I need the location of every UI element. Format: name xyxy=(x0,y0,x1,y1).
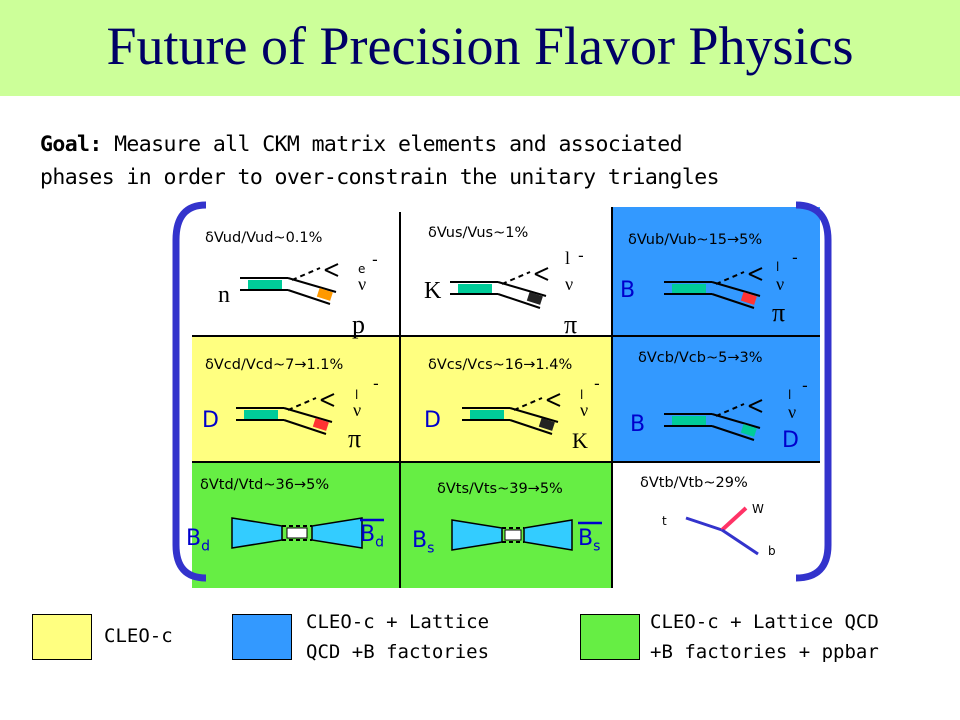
lepton-vub: l xyxy=(776,260,780,274)
symbol-B-vcb: B xyxy=(630,412,646,437)
bd-left-letter: B xyxy=(186,526,202,551)
nu-vcs: ν xyxy=(580,400,589,420)
bs-left-letter: B xyxy=(412,528,428,553)
symbol-Bs-right: Bs xyxy=(578,526,600,554)
goal-text: Goal: Measure all CKM matrix elements an… xyxy=(40,128,920,194)
legend-label-ppbar-2: +B factories + ppbar xyxy=(650,641,879,663)
legend-label-cleo-c: CLEO-c xyxy=(104,625,173,647)
legend-label-ppbar-1: CLEO-c + Lattice QCD xyxy=(650,611,879,633)
decay-vcb xyxy=(664,399,763,441)
nu-vus: ν xyxy=(565,274,574,294)
goal-label: Goal: xyxy=(40,132,102,157)
nu-vcb: ν xyxy=(788,402,797,422)
minus-vcs: - xyxy=(594,374,600,393)
legend-swatch-lattice xyxy=(232,614,292,660)
symbol-n: n xyxy=(218,282,230,308)
decay-vus xyxy=(450,267,549,309)
label-vcs: δVcs/Vcs~16→1.4% xyxy=(428,357,573,373)
decay-vub xyxy=(664,267,763,309)
bs-right-sub: s xyxy=(593,538,601,555)
decay-vcd xyxy=(236,393,335,435)
grid-lines xyxy=(192,207,820,588)
label-b: b xyxy=(768,544,776,558)
symbol-B-vub: B xyxy=(620,278,636,303)
right-bracket xyxy=(795,201,832,582)
bd-right-sub: d xyxy=(375,534,384,551)
label-vtb: δVtb/Vtb~29% xyxy=(640,475,748,491)
goal-line-1: Goal: Measure all CKM matrix elements an… xyxy=(40,128,920,161)
symbol-pi-1: π xyxy=(564,310,578,339)
label-vcb: δVcb/Vcb~5→3% xyxy=(638,350,763,366)
legend-label-lattice-1: CLEO-c + Lattice xyxy=(306,611,490,633)
minus-vcd: - xyxy=(373,374,379,393)
decay-vcs xyxy=(462,393,561,435)
symbol-pi-3: π xyxy=(348,424,362,453)
mixing-vtd xyxy=(231,517,363,549)
bs-left-sub: s xyxy=(427,540,435,557)
lepton-vcs: l xyxy=(580,388,584,402)
goal-line-2: phases in order to over-constrain the un… xyxy=(40,165,720,190)
symbol-Bd-right: Bd xyxy=(360,522,384,550)
legend-swatch-cleo-c xyxy=(32,614,92,660)
bd-right-letter: B xyxy=(360,522,376,547)
symbol-p: p xyxy=(352,310,365,339)
legend-swatch-ppbar xyxy=(580,614,640,660)
bd-left-sub: d xyxy=(201,538,210,555)
minus-vud: - xyxy=(372,250,378,269)
symbol-D-vcs: D xyxy=(424,408,441,433)
symbol-D-vcb: D xyxy=(782,428,799,453)
nu-vcd: ν xyxy=(353,400,362,420)
legend-label-lattice-2: QCD +B factories xyxy=(306,641,490,663)
nu-vud: ν xyxy=(358,274,367,294)
symbol-pi-2: π xyxy=(772,298,786,327)
symbol-D-vcd: D xyxy=(202,408,219,433)
label-vub: δVub/Vub~15→5% xyxy=(628,232,763,248)
title-banner xyxy=(0,0,960,96)
panel-lattice xyxy=(612,207,820,462)
lepton-vud: e xyxy=(358,262,366,276)
symbol-K: K xyxy=(424,278,442,304)
decay-vud xyxy=(240,263,339,305)
symbol-K-vcs: K xyxy=(572,428,588,453)
symbol-Bd-left: Bd xyxy=(186,526,210,554)
goal-line-1-text: Measure all CKM matrix elements and asso… xyxy=(101,132,682,157)
label-vud: δVud/Vud~0.1% xyxy=(205,230,323,246)
nu-vub: ν xyxy=(776,274,785,294)
minus-vcb: - xyxy=(802,376,808,395)
lepton-vcb: l xyxy=(788,388,792,402)
left-bracket xyxy=(172,201,207,582)
label-vcd: δVcd/Vcd~7→1.1% xyxy=(205,357,344,373)
lepton-vus: l xyxy=(565,248,571,268)
symbol-Bs-left: Bs xyxy=(412,528,434,556)
mixing-vts xyxy=(451,519,573,551)
minus-vus: - xyxy=(578,246,584,265)
label-vtd: δVtd/Vtd~36→5% xyxy=(200,477,330,493)
bs-right-letter: B xyxy=(578,526,594,551)
vertex-tWb xyxy=(685,506,759,556)
label-t: t xyxy=(662,514,667,528)
label-vts: δVts/Vts~39→5% xyxy=(437,481,563,497)
label-W: W xyxy=(752,502,764,516)
minus-vub: - xyxy=(792,248,798,267)
slide-title: Future of Precision Flavor Physics xyxy=(106,16,854,76)
lepton-vcd: l xyxy=(355,388,359,402)
label-vus: δVus/Vus~1% xyxy=(428,225,529,241)
